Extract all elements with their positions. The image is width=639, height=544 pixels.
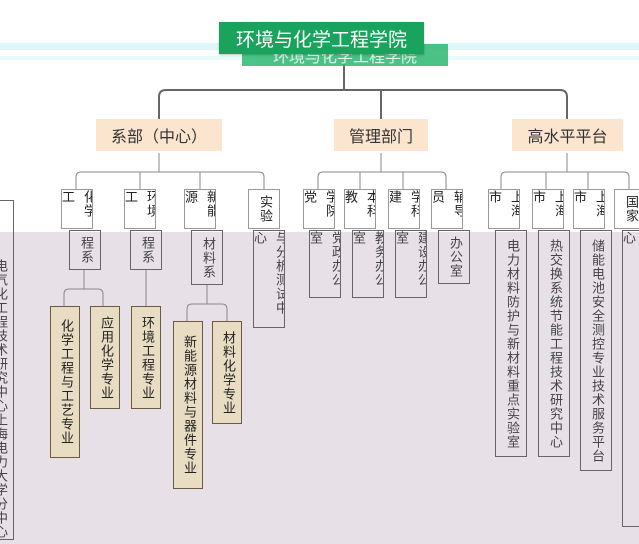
platform-carbon-neutral-center: 能源电力碳中和技术研究中心上海电力大学分中心 [622, 230, 639, 527]
major-new-energy-materials-devices: 新能源材料与器件专业 [173, 321, 203, 489]
office-discipline-development: 建设办公室 [395, 230, 427, 298]
major-environmental-engineering: 环境工程专业 [131, 306, 161, 409]
office-counselor-top: 辅导员 [431, 189, 463, 229]
major-chemical-engineering-technology: 化学工程与工艺专业 [50, 306, 80, 458]
department-environmental-engineering-bottom: 程系 [130, 230, 162, 270]
department-environmental-engineering-top: 环境工 [124, 189, 156, 229]
category-departments: 系部（中心） [96, 119, 222, 151]
office-party-committee-top: 学院党 [303, 189, 335, 229]
left-edge-center: 电气化工程技术研究中心上海电力大学分中心 [0, 200, 14, 540]
office-undergraduate-top: 本科教 [344, 189, 376, 229]
office-counselor: 办公室 [438, 230, 470, 284]
platform-energy-storage-top: 上海市 [573, 189, 605, 229]
department-chemical-engineering-top: 化学工 [61, 189, 93, 229]
department-new-energy-materials-top: 新能源 [184, 189, 216, 229]
office-party-administration: 党政办公室 [309, 230, 341, 298]
platform-power-materials-top: 上海市 [488, 189, 520, 229]
department-new-energy-materials-bottom: 材料系 [191, 230, 223, 285]
center-lab-analysis-top: 实验 [248, 189, 280, 229]
category-platforms: 高水平平台 [512, 119, 623, 151]
platform-heat-exchange-center: 热交换系统节能工程技术研究中心 [538, 230, 570, 457]
platform-power-materials-lab: 电力材料防护与新材料重点实验室 [495, 230, 527, 457]
office-academic-affairs: 教务办公室 [352, 230, 384, 298]
major-applied-chemistry: 应用化学专业 [90, 306, 120, 409]
platform-energy-storage-service: 储能电池安全测控专业技术服务平台 [580, 230, 612, 471]
platform-heat-exchange-top: 上海市 [532, 189, 564, 229]
platform-national-top: 国家 [614, 189, 639, 229]
major-materials-chemistry: 材料化学专业 [212, 321, 242, 424]
center-lab-analysis-bottom: 与分析测试中心 [253, 230, 285, 328]
category-management: 管理部门 [334, 119, 428, 151]
root-title: 环境与化学工程学院 [219, 22, 424, 54]
office-discipline-top: 学科建 [388, 189, 420, 229]
department-chemical-engineering-bottom: 程系 [69, 230, 101, 270]
